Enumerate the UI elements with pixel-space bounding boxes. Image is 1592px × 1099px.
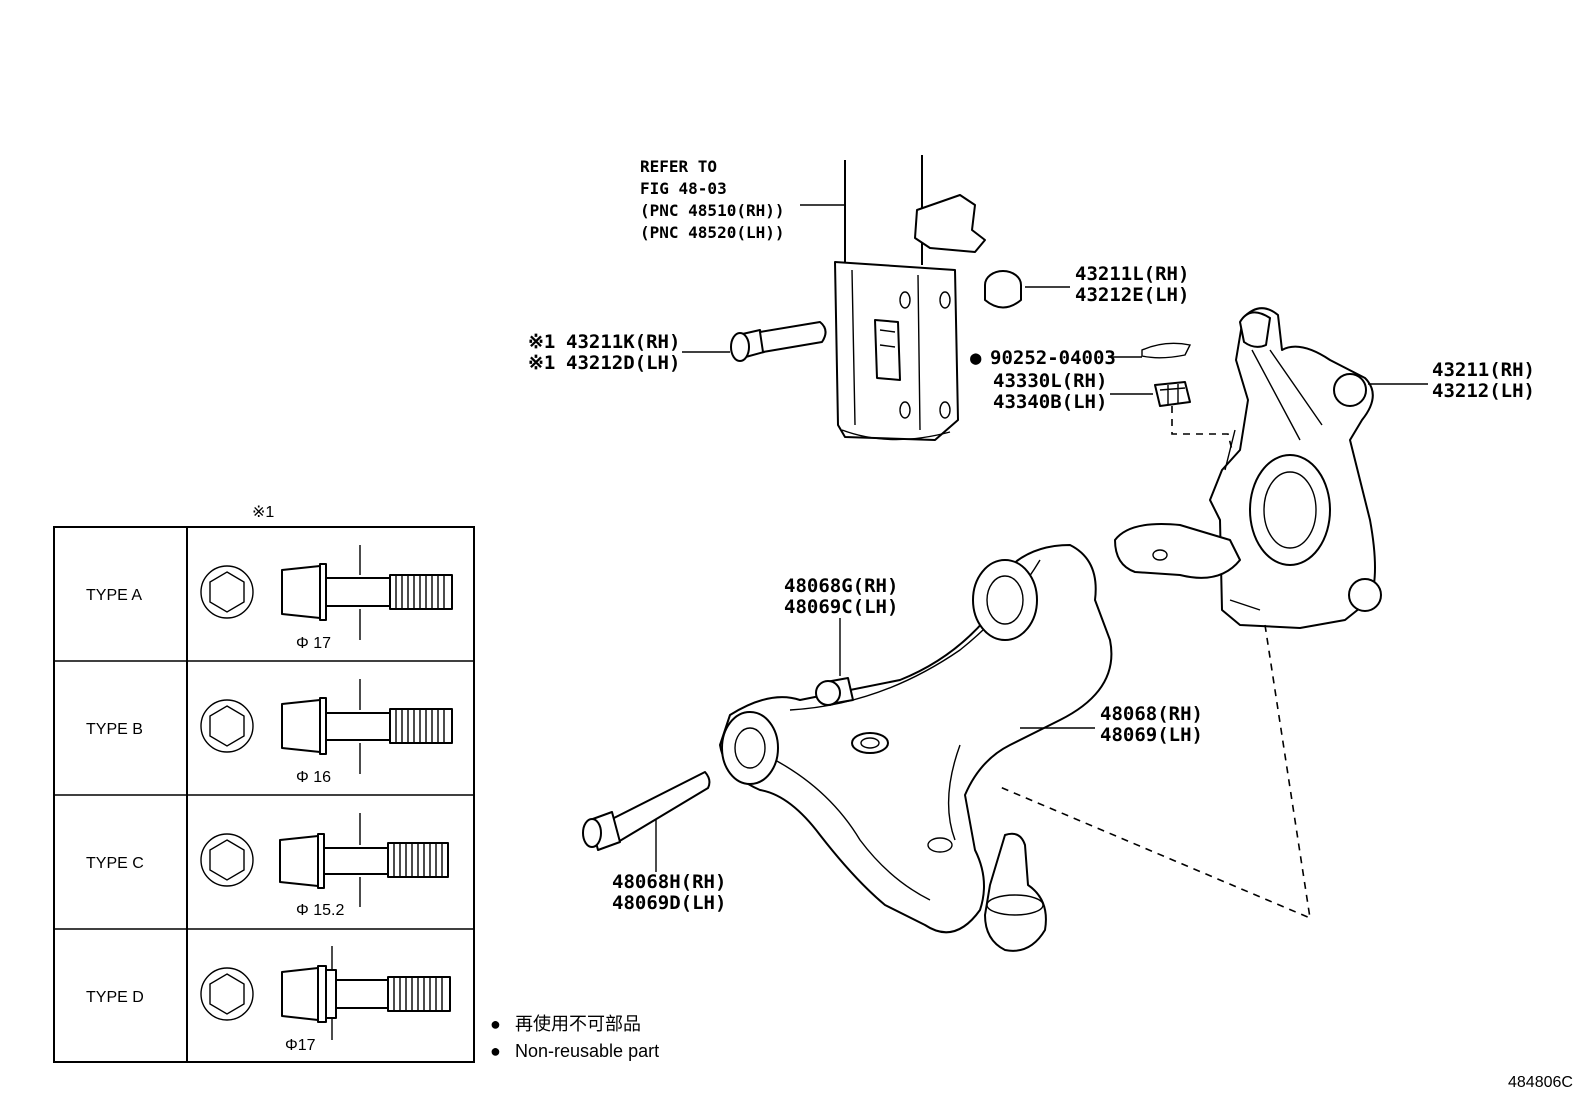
figure-code: 484806C: [1508, 1074, 1573, 1091]
legend-bullet-en: ●: [490, 1041, 501, 1061]
table-header-mark: ※1: [252, 504, 274, 521]
cap-43211L: [984, 270, 1022, 309]
bolt-43211K: [730, 321, 827, 362]
pnc-43211K: 43211K(RH): [566, 331, 680, 353]
type-label-c: TYPE C: [86, 855, 144, 872]
bolt-48068H: [582, 771, 711, 851]
legend-text-en: Non-reusable part: [515, 1041, 659, 1061]
type-label-a: TYPE A: [86, 587, 142, 604]
cotter-pin-90252: [1141, 342, 1192, 359]
refer-to-note: REFER TO FIG 48-03 (PNC 48510(RH)) (PNC …: [640, 157, 845, 242]
castle-nut-43330L: [1154, 381, 1191, 407]
strut-assembly: [834, 155, 986, 441]
dia-label-a: Φ 17: [296, 635, 331, 652]
label-48068H: 48068H(RH) 48069D(LH): [612, 820, 726, 914]
pnc-48068: 48068(RH): [1100, 703, 1203, 725]
label-43211: 43211(RH) 43212(LH): [1368, 359, 1535, 402]
dia-label-b: Φ 16: [296, 769, 331, 786]
pnc-48069C: 48069C(LH): [784, 596, 898, 618]
steering-knuckle: [1114, 307, 1382, 629]
table-row: TYPE D Φ17: [86, 946, 451, 1054]
lower-control-arm: [719, 544, 1113, 952]
mark-43211K: ※1: [528, 331, 555, 353]
pnc-43211L: 43211L(RH): [1075, 263, 1189, 285]
label-48068: 48068(RH) 48069(LH): [1020, 703, 1203, 746]
dia-label-d: Φ17: [285, 1037, 316, 1054]
dia-label-c: Φ 15.2: [296, 902, 344, 919]
pnc-43330L: 43330L(RH): [993, 370, 1107, 392]
pnc-43212: 43212(LH): [1432, 380, 1535, 402]
legend-bullet-jp: ●: [490, 1014, 501, 1034]
table-row: TYPE B Φ 16: [86, 679, 453, 786]
pnc-43211: 43211(RH): [1432, 359, 1535, 381]
table-row: TYPE A Φ 17: [86, 545, 453, 652]
mark-43212D: ※1: [528, 352, 555, 374]
pnc-43212E: 43212E(LH): [1075, 284, 1189, 306]
refer-line-4: (PNC 48520(LH)): [640, 223, 785, 242]
pnc-48068G: 48068G(RH): [784, 575, 898, 597]
type-label-b: TYPE B: [86, 721, 143, 738]
pnc-48069D: 48069D(LH): [612, 892, 726, 914]
bolt-type-table: ※1 TYPE A Φ 17 TYPE B: [53, 504, 475, 1063]
refer-line-3: (PNC 48510(RH)): [640, 201, 785, 220]
pnc-48068H: 48068H(RH): [612, 871, 726, 893]
label-43211L: 43211L(RH) 43212E(LH): [1025, 263, 1189, 306]
label-90252: ● 90252-04003 43330L(RH) 43340B(LH): [970, 347, 1153, 413]
label-43211K: ※1 43211K(RH) ※1 43212D(LH): [528, 331, 730, 374]
pnc-43340B: 43340B(LH): [993, 391, 1107, 413]
legend: ● 再使用不可部品 ● Non-reusable part: [490, 1014, 659, 1061]
type-label-d: TYPE D: [86, 989, 144, 1006]
label-48068G: 48068G(RH) 48069C(LH): [784, 575, 898, 676]
refer-line-2: FIG 48-03: [640, 179, 727, 198]
table-row: TYPE C Φ 15.2: [86, 813, 449, 919]
pnc-90252: 90252-04003: [990, 347, 1116, 369]
mark-90252: ●: [970, 347, 982, 369]
refer-line-1: REFER TO: [640, 157, 717, 176]
pnc-43212D: 43212D(LH): [566, 352, 680, 374]
pnc-48069: 48069(LH): [1100, 724, 1203, 746]
legend-text-jp: 再使用不可部品: [515, 1014, 641, 1034]
bushing-48068G: [815, 677, 854, 706]
